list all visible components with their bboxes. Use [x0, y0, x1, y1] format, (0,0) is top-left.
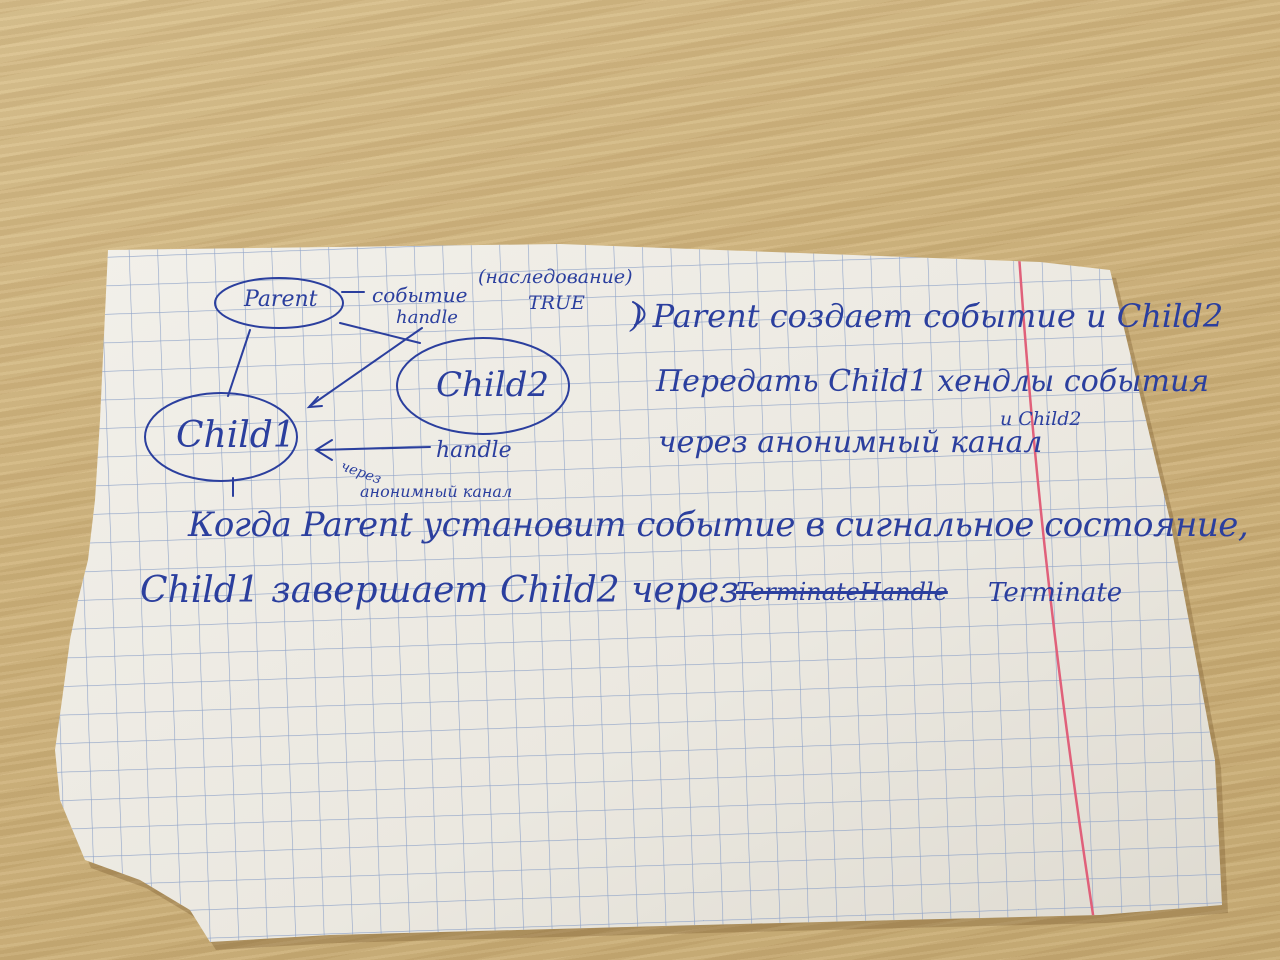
child2-node-label: Child2 [436, 365, 550, 405]
note-line-2: Передать Child1 хендлы события [656, 364, 1210, 399]
note-line-1: ) Parent создает событие и Child2 [630, 297, 1224, 335]
parent-node-ellipse [214, 277, 344, 329]
parent-node-label: Parent [244, 287, 318, 312]
true-label: TRUE [528, 292, 585, 314]
margin-line [1016, 244, 1102, 942]
handle-to-child1-arrow [309, 327, 423, 407]
child1-node-label: Child1 [176, 415, 296, 456]
note-line-5b: Terminate [988, 578, 1123, 608]
diagram-lines [144, 277, 646, 497]
handle-bottom-label: handle [436, 438, 512, 463]
anon-pipe-small-label: анонимный канал [360, 482, 513, 501]
note-line-2b: и Child2 [1000, 408, 1082, 430]
note-line-5a: Child1 завершает Child2 через [140, 570, 739, 611]
note-line-4: Когда Parent установит событие в сигналь… [188, 505, 1249, 545]
child1-node-ellipse [144, 392, 298, 482]
event-label: событие [372, 283, 468, 307]
handle-top-label: handle [396, 307, 458, 328]
handle-bottom-arrow [317, 446, 431, 451]
note-line-3: через анонимный канал [658, 425, 1043, 460]
child2-node-ellipse [396, 337, 570, 435]
inherit-label: (наследование) [478, 266, 633, 288]
note-line-5-struck: TerminateHandle [736, 578, 948, 606]
parent-to-child1-line [227, 329, 251, 397]
